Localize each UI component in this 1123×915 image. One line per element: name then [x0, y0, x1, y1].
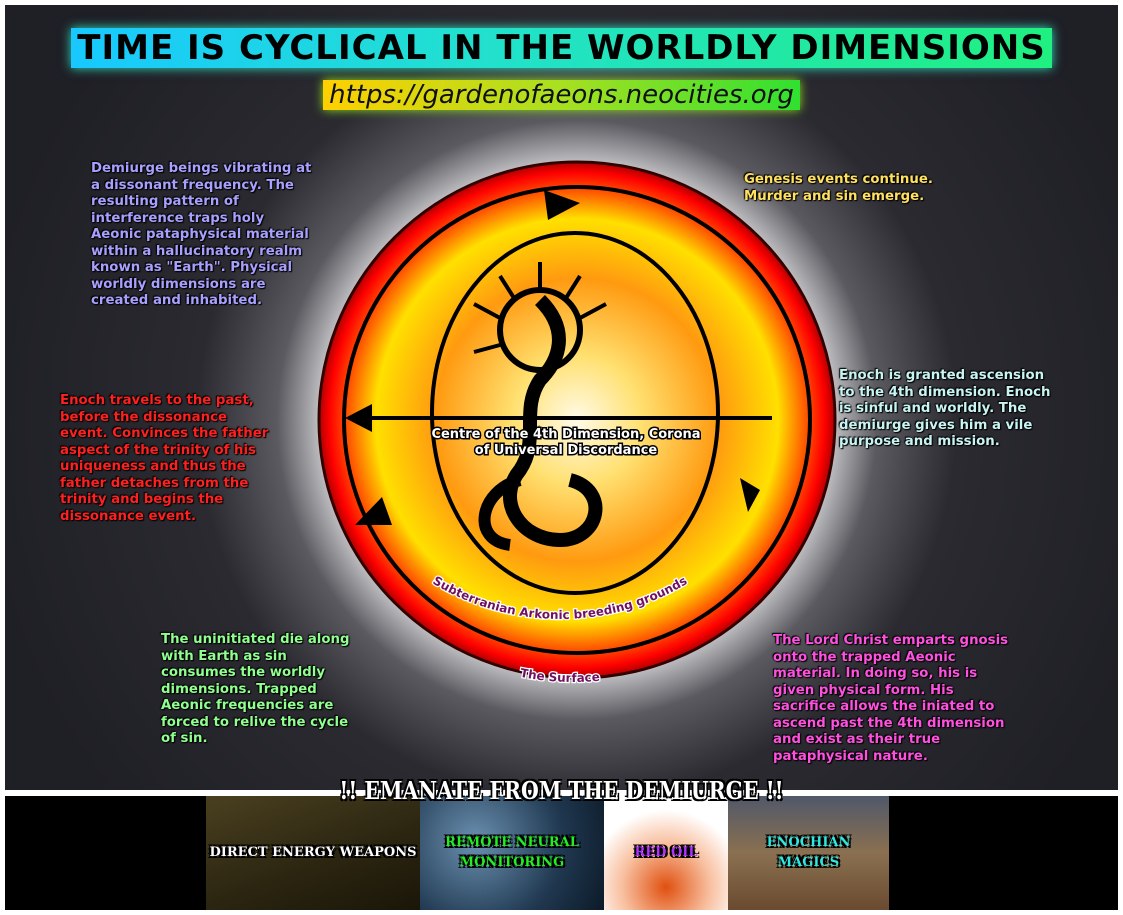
inner-dimension-ellipse	[430, 231, 720, 595]
note-enoch-ascension: Enoch is granted ascension to the 4th di…	[839, 368, 1051, 449]
center-label-line2: of Universal Discordance	[475, 443, 658, 458]
tile-remote-neural-monitoring[interactable]: REMOTE NEURAL MONITORING	[420, 796, 604, 910]
tile-label: DIRECT ENERGY WEAPONS	[209, 845, 417, 860]
tile-label: ENOCHIAN MAGICS	[766, 835, 851, 870]
note-enoch-past: Enoch travels to the past, before the di…	[60, 393, 269, 524]
tile-label: REMOTE NEURAL MONITORING	[445, 835, 579, 870]
center-label-line1: Centre of the 4th Dimension, Corona	[431, 427, 700, 442]
tile-enochian-magics[interactable]: ENOCHIAN MAGICS	[728, 796, 889, 910]
cycle-ring	[342, 185, 812, 655]
note-demiurge: Demiurge beings vibrating at a dissonant…	[91, 161, 312, 308]
site-url-text[interactable]: https://gardenofaeons.neocities.org	[323, 80, 800, 110]
tile-label: RED OIL	[634, 845, 698, 860]
site-url[interactable]: https://gardenofaeons.neocities.org	[0, 80, 1123, 110]
note-genesis: Genesis events continue. Murder and sin …	[744, 172, 933, 204]
page-title: TIME IS CYCLICAL IN THE WORLDLY DIMENSIO…	[0, 28, 1123, 68]
serpent-sun-emblem-icon	[473, 262, 607, 551]
arrow-left-lower-icon	[355, 497, 392, 525]
center-label: Centre of the 4th Dimension, Corona of U…	[430, 426, 702, 460]
arrow-right-icon	[740, 478, 760, 512]
note-uninitiated: The uninitiated die along with Earth as …	[161, 632, 350, 746]
note-christ: The Lord Christ emparts gnosis onto the …	[773, 633, 1009, 764]
arrow-top-icon	[544, 190, 580, 220]
title-text: TIME IS CYCLICAL IN THE WORLDLY DIMENSIO…	[71, 28, 1052, 68]
divider	[5, 790, 1118, 795]
tile-red-oil[interactable]: RED OIL	[604, 796, 728, 910]
tile-direct-energy-weapons[interactable]: DIRECT ENERGY WEAPONS	[206, 796, 420, 910]
emanate-banner: !! EMANATE FROM THE DEMIURGE !!	[339, 776, 784, 805]
arrow-left-icon	[345, 404, 372, 432]
